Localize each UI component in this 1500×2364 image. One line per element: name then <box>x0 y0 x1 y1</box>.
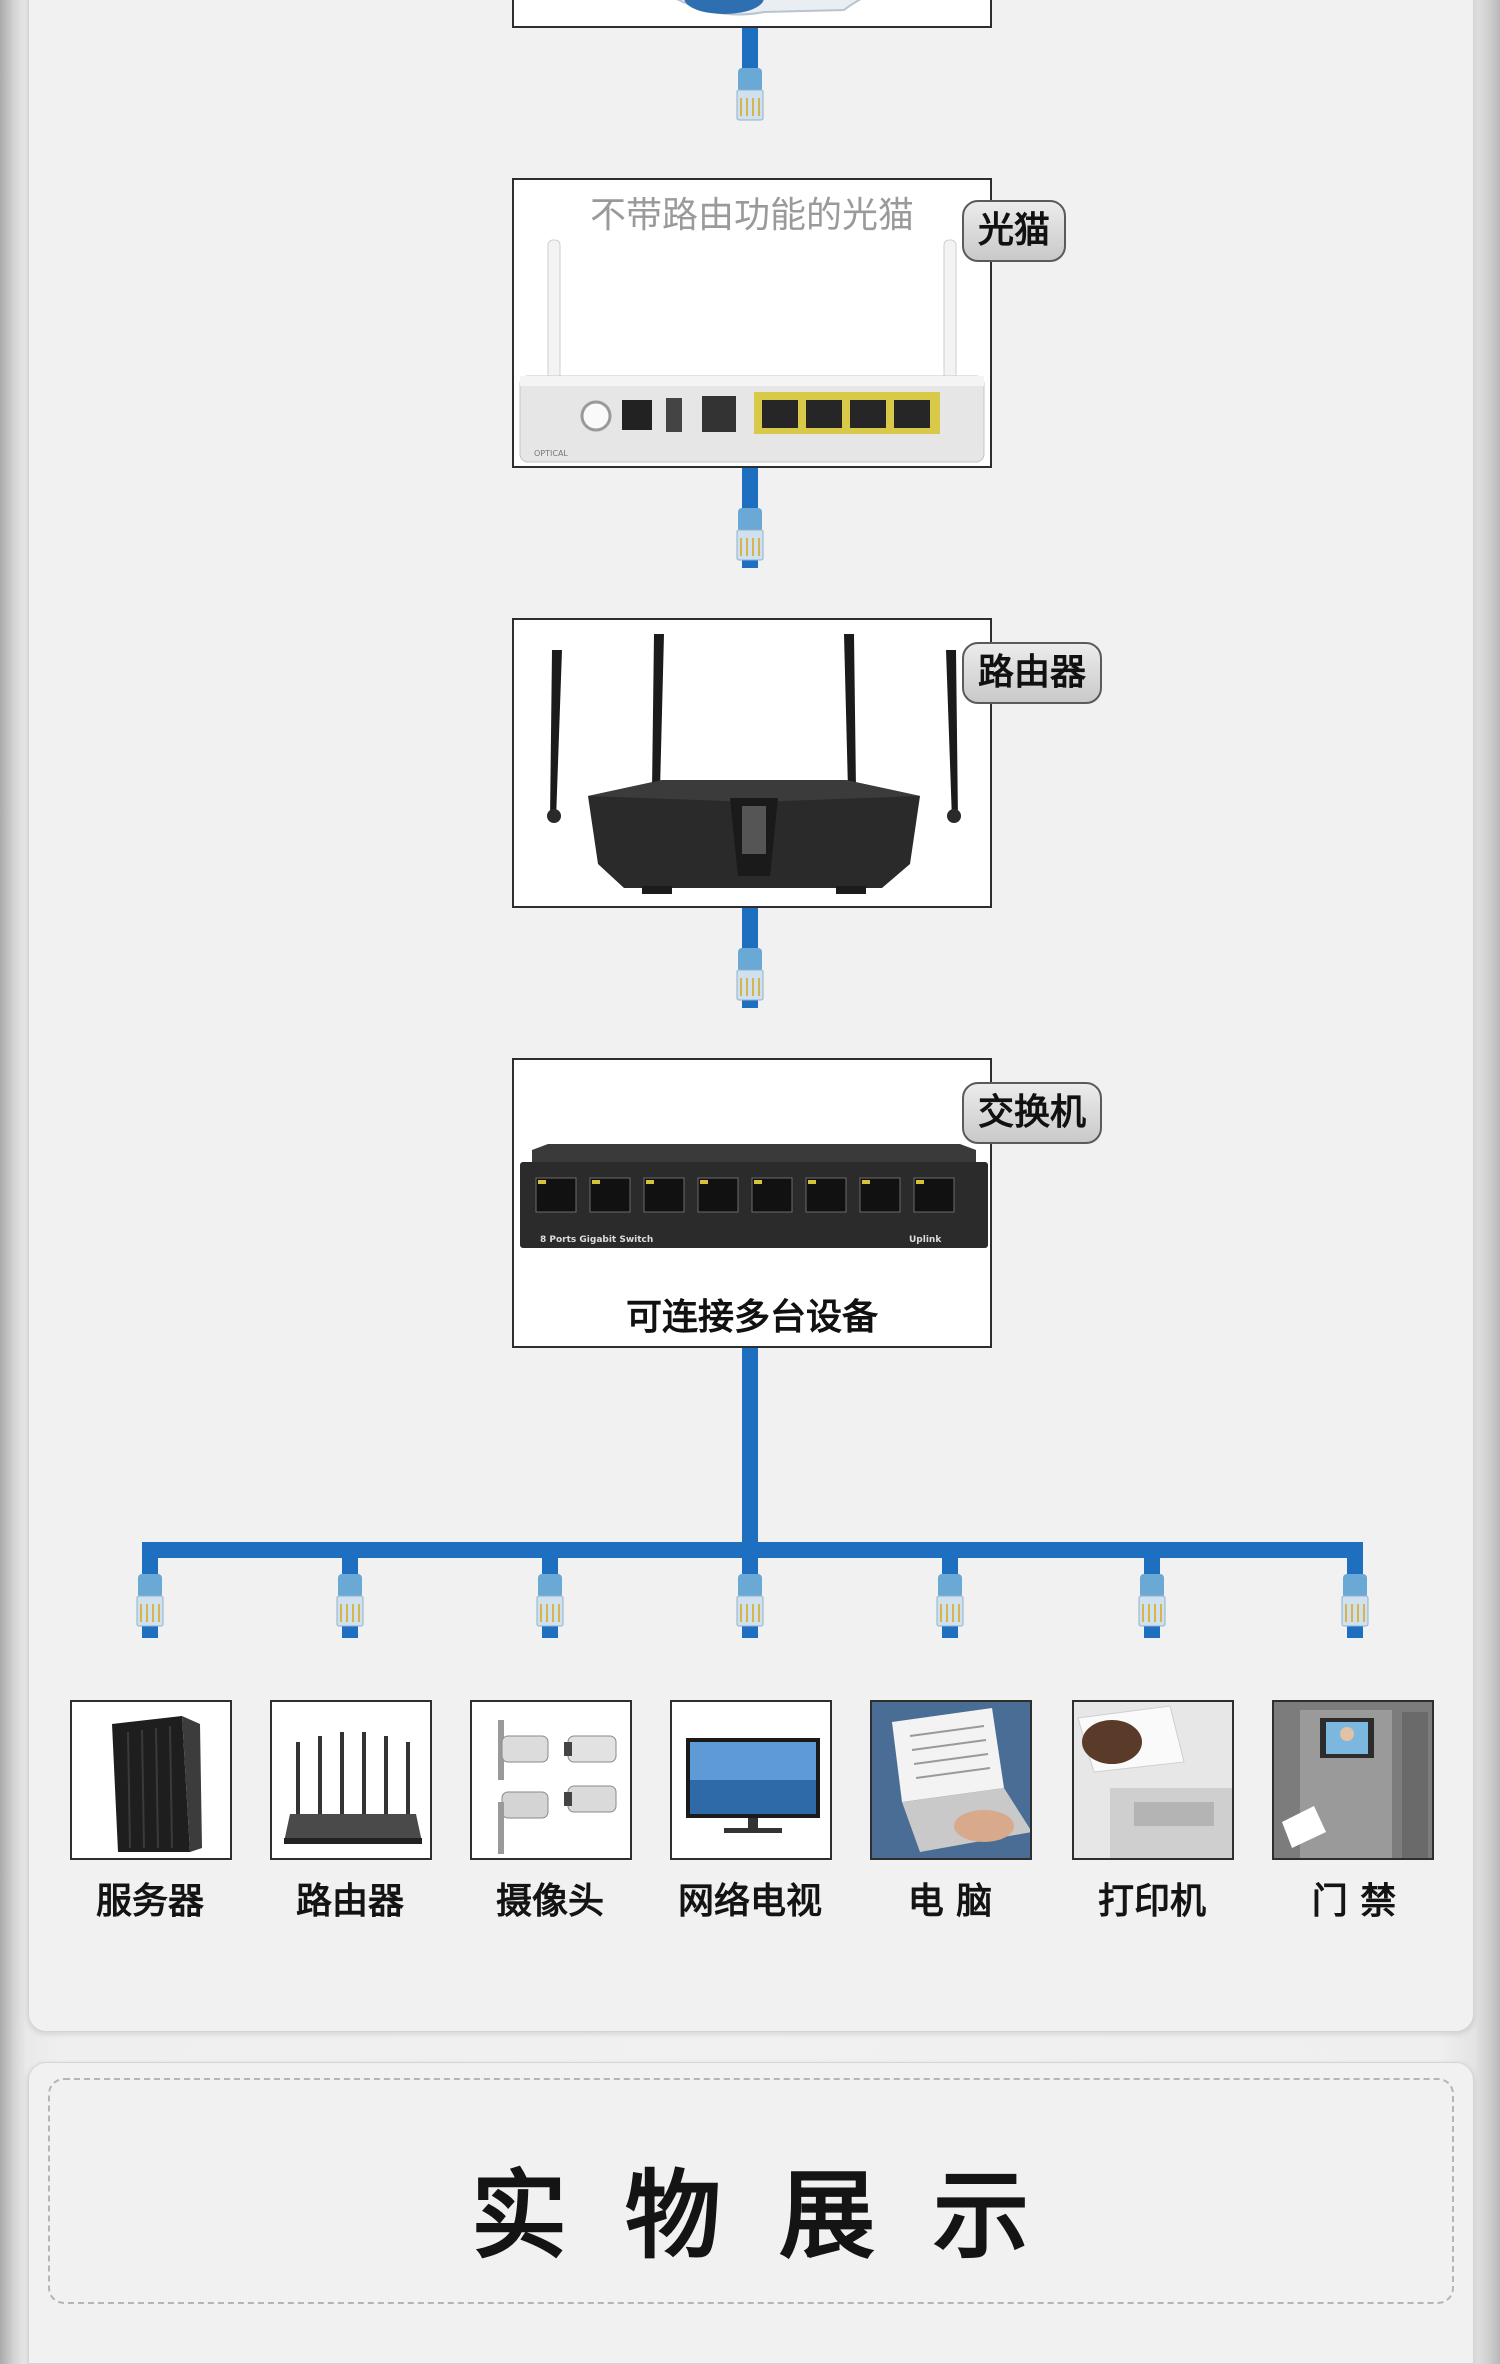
device-printer <box>1072 1700 1234 1860</box>
device-camera <box>470 1700 632 1860</box>
switch-port-led <box>646 1180 654 1184</box>
svg-text:OPTICAL: OPTICAL <box>534 449 568 458</box>
section-panel <box>28 2062 1474 2364</box>
switch-port <box>643 1177 685 1213</box>
device-label-router: 路由器 <box>295 1881 404 1922</box>
modem-icon: OPTICAL <box>519 239 985 463</box>
switch-caption: 可连接多台设备 <box>625 1297 878 1338</box>
modem-ghost-text: 不带路由功能的光猫 <box>589 195 914 236</box>
rj45-connector <box>736 1574 764 1627</box>
switch-icon: 8 Ports Gigabit Switch Uplink <box>520 1144 988 1248</box>
access-control-icon <box>1274 1702 1432 1858</box>
modem-box: 不带路由功能的光猫 OPTICAL <box>512 178 992 468</box>
rj45-connector <box>1138 1574 1166 1627</box>
switch-box: 8 Ports Gigabit Switch Uplink 可连接多台设备 <box>512 1058 992 1348</box>
camera-icon <box>498 1720 617 1854</box>
switch-port-led <box>700 1180 708 1184</box>
switch-port <box>589 1177 631 1213</box>
rj45-connector <box>336 1574 364 1627</box>
device-label-printer: 打印机 <box>1097 1881 1206 1922</box>
server-icon <box>112 1716 202 1852</box>
device-label-laptop: 电 脑 <box>907 1881 993 1922</box>
switch-port-led <box>754 1180 762 1184</box>
rj45-connector <box>736 68 764 121</box>
switch-port-led <box>808 1180 816 1184</box>
rj45-connector <box>1341 1574 1369 1627</box>
switch-port <box>913 1177 955 1213</box>
device-label-access-control: 门 禁 <box>1311 1881 1397 1922</box>
rj45-connector <box>736 948 764 1001</box>
switch-port-led <box>916 1180 924 1184</box>
router-icon <box>284 1732 422 1844</box>
switch-ports-text: 8 Ports Gigabit Switch <box>540 1235 653 1245</box>
section-title: 实物展示 <box>471 2160 1087 2272</box>
rj45-connector <box>536 1574 564 1627</box>
switch-uplink-text: Uplink <box>909 1235 942 1245</box>
modem-badge: 光猫 <box>962 200 1067 262</box>
device-label-tv: 网络电视 <box>677 1881 822 1922</box>
device-router <box>270 1700 432 1860</box>
tv-icon <box>686 1738 820 1833</box>
device-server <box>70 1700 232 1860</box>
router-badge: 路由器 <box>962 642 1103 704</box>
section-frame <box>48 2078 1454 2304</box>
device-tv <box>670 1700 832 1860</box>
device-access-control <box>1272 1700 1434 1860</box>
switch-badge: 交换机 <box>962 1082 1103 1144</box>
device-label-camera: 摄像头 <box>495 1881 604 1922</box>
switch-port-led <box>862 1180 870 1184</box>
rj45-connector <box>936 1574 964 1627</box>
switch-port <box>697 1177 739 1213</box>
router-icon <box>547 634 961 894</box>
printer-icon <box>1074 1702 1232 1858</box>
router-box <box>512 618 992 908</box>
laptop-icon <box>872 1702 1030 1858</box>
device-label-server: 服务器 <box>95 1881 204 1922</box>
switch-port-led <box>538 1180 546 1184</box>
top-device-box <box>512 0 992 28</box>
rj45-connector <box>736 508 764 561</box>
switch-port-led <box>592 1180 600 1184</box>
rj45-connector <box>136 1574 164 1627</box>
device-laptop <box>870 1700 1032 1860</box>
